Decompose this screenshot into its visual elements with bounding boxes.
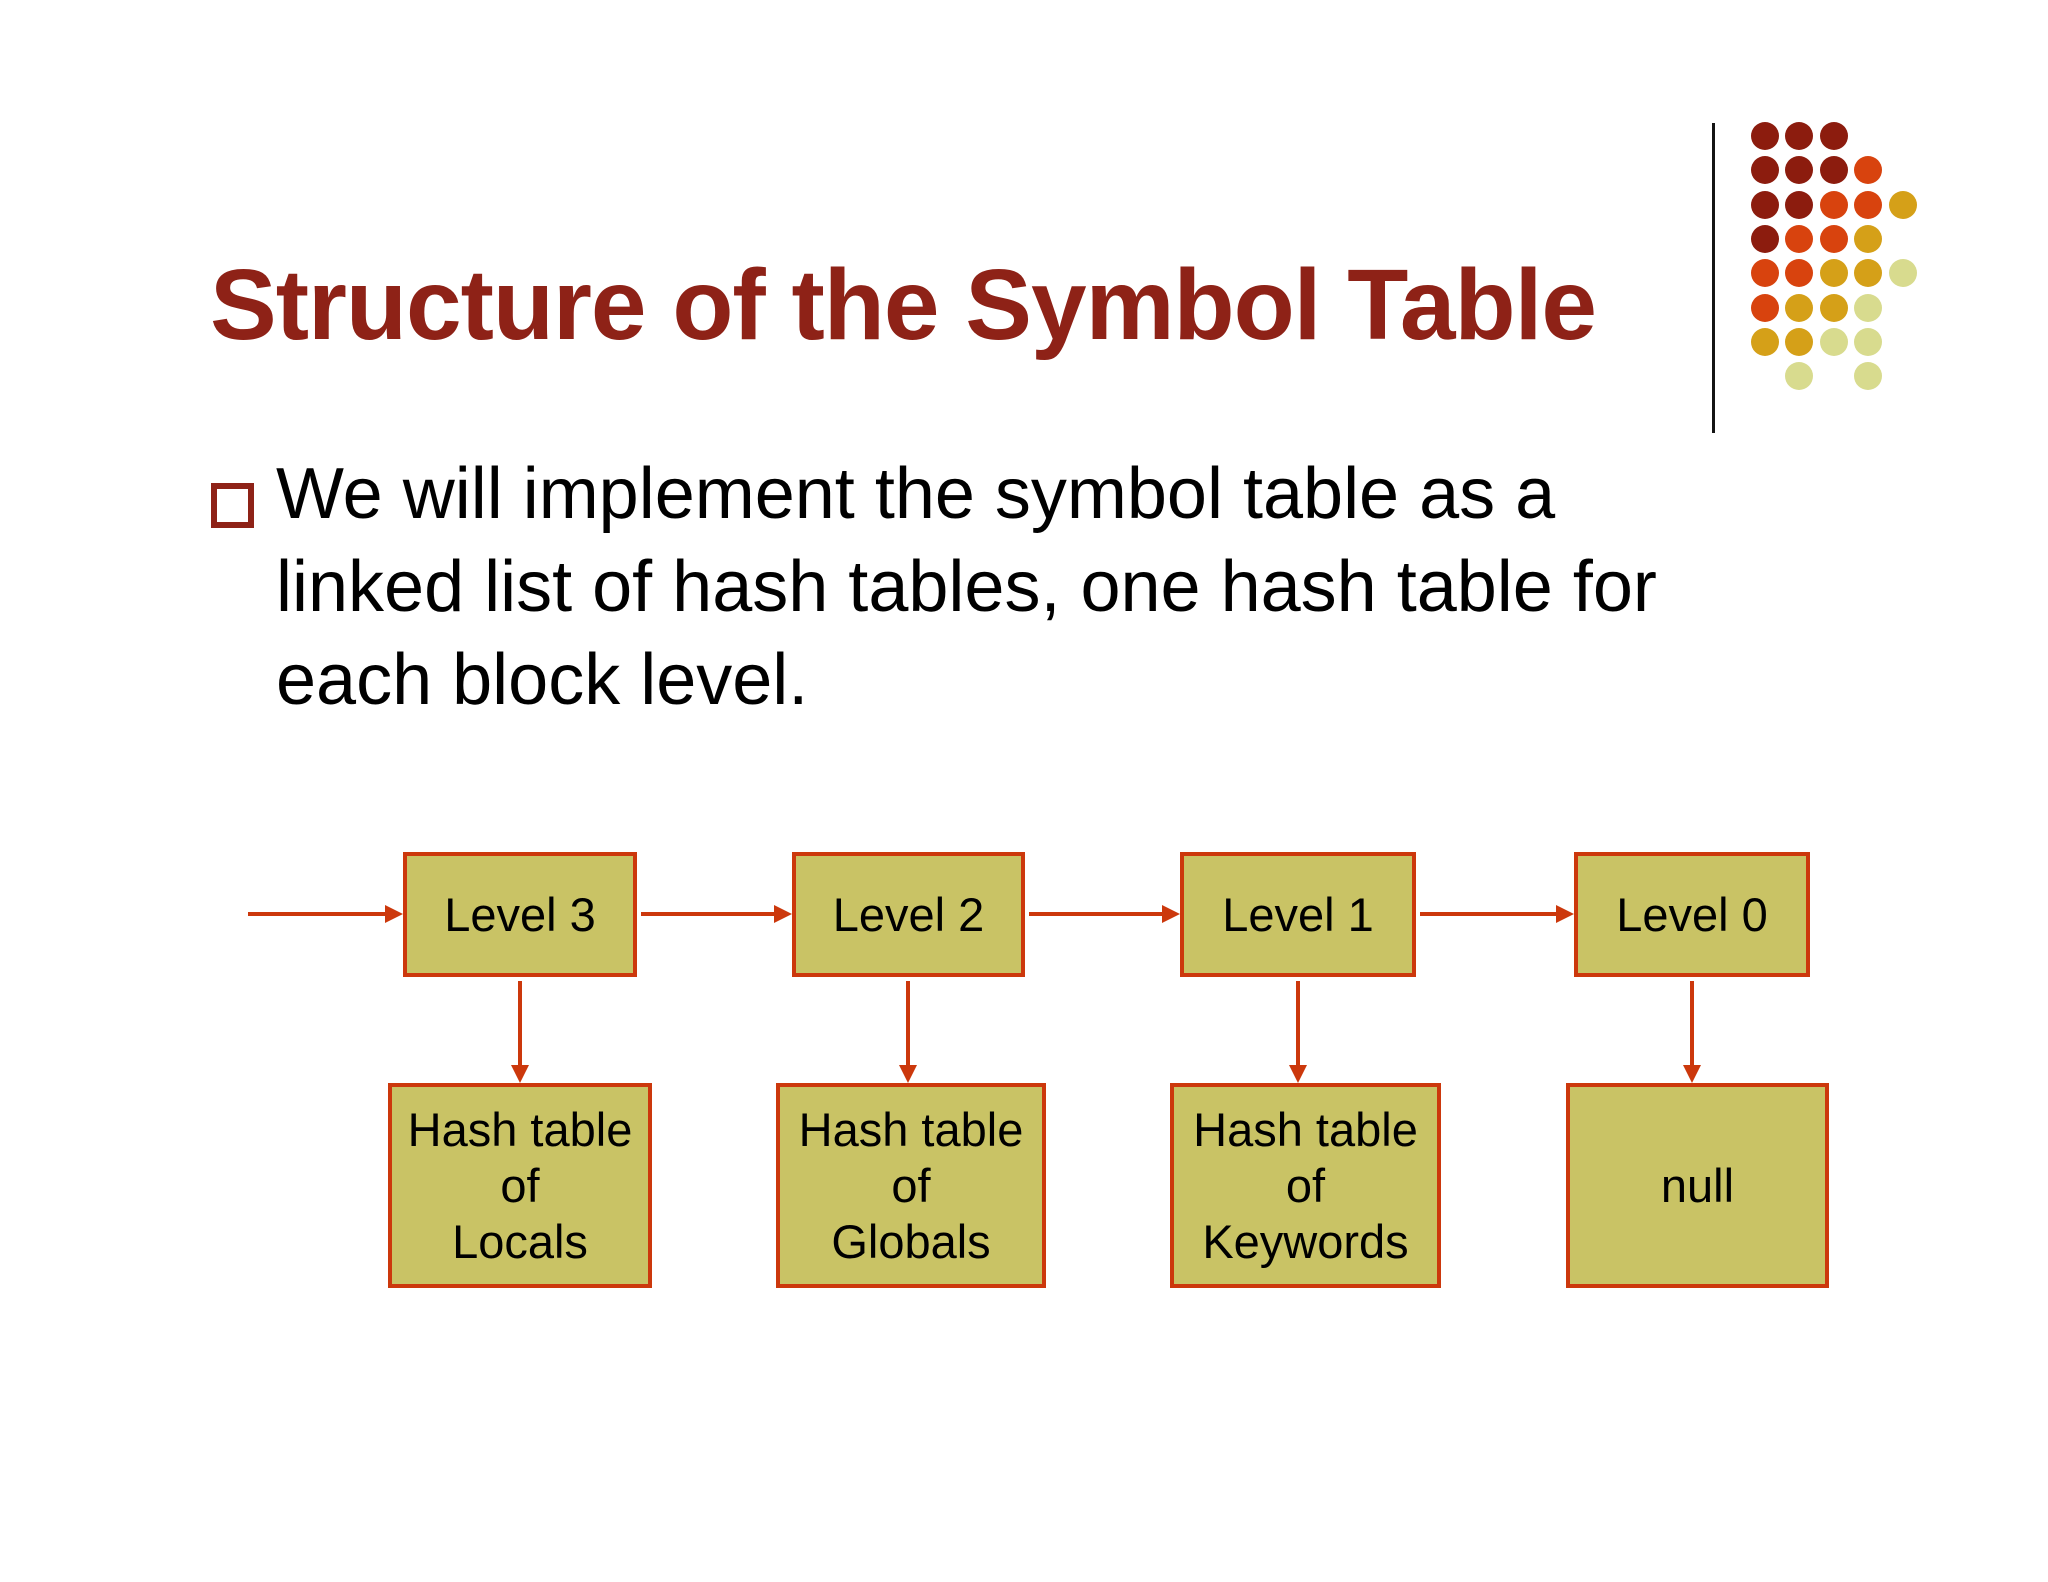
level0-node: Level 0 bbox=[1574, 852, 1810, 977]
arrow-level2-to-globals-line bbox=[906, 981, 910, 1065]
dot bbox=[1785, 259, 1814, 288]
arrow-level1-to-keywords-line bbox=[1296, 981, 1300, 1065]
divider-line bbox=[1712, 123, 1715, 433]
bullet-text-line: linked list of hash tables, one hash tab… bbox=[276, 547, 1657, 627]
arrow-level1-to-level0-line bbox=[1420, 912, 1556, 916]
hash-table-globals-line: of bbox=[891, 1158, 931, 1212]
arrow-level0-to-null-line bbox=[1690, 981, 1694, 1065]
dot bbox=[1819, 327, 1848, 356]
null-node-label: null bbox=[1660, 1158, 1735, 1212]
dot bbox=[1785, 190, 1814, 219]
arrow-level3-to-level2-line bbox=[641, 912, 774, 916]
hash-table-globals-node: Hash table of Globals bbox=[776, 1083, 1046, 1288]
bullet-text-line: We will implement the symbol table as a bbox=[276, 454, 1556, 534]
bullet-marker-icon bbox=[211, 483, 254, 528]
dot bbox=[1751, 224, 1779, 253]
level2-node: Level 2 bbox=[792, 852, 1025, 977]
dot bbox=[1854, 362, 1883, 391]
dot-pattern-decoration bbox=[1751, 122, 1921, 397]
dot bbox=[1854, 327, 1883, 356]
dot bbox=[1785, 293, 1814, 322]
dot bbox=[1751, 122, 1779, 150]
arrow-level1-to-keywords-head-icon bbox=[1289, 1065, 1307, 1083]
hash-table-locals-line: Locals bbox=[452, 1214, 588, 1268]
level0-label: Level 0 bbox=[1616, 888, 1768, 941]
hash-table-keywords-line: Hash table bbox=[1193, 1102, 1418, 1156]
dot bbox=[1785, 362, 1814, 391]
dot bbox=[1751, 259, 1779, 288]
dot bbox=[1785, 122, 1814, 150]
dot bbox=[1854, 293, 1883, 322]
arrow-entry-head-icon bbox=[385, 905, 403, 923]
bullet-text-line: each block level. bbox=[276, 640, 809, 720]
arrow-level3-to-level2-head-icon bbox=[774, 905, 792, 923]
dot bbox=[1888, 190, 1917, 219]
null-node: null bbox=[1566, 1083, 1829, 1288]
arrow-level2-to-level1-line bbox=[1029, 912, 1162, 916]
dot bbox=[1785, 224, 1814, 253]
dot bbox=[1785, 327, 1814, 356]
dot bbox=[1751, 156, 1779, 185]
dot bbox=[1819, 293, 1848, 322]
dot bbox=[1819, 122, 1848, 150]
hash-table-keywords-line: of bbox=[1285, 1158, 1326, 1212]
bullet-text: We will implement the symbol table as a … bbox=[276, 448, 1657, 727]
dot bbox=[1819, 259, 1848, 288]
dot bbox=[1751, 293, 1779, 322]
hash-table-keywords-line: Keywords bbox=[1202, 1214, 1409, 1268]
hash-table-locals-line: of bbox=[500, 1158, 540, 1212]
hash-table-locals-node: Hash table of Locals bbox=[388, 1083, 652, 1288]
arrow-level0-to-null-head-icon bbox=[1683, 1065, 1701, 1083]
dot bbox=[1819, 156, 1848, 185]
dot bbox=[1751, 190, 1779, 219]
arrow-level2-to-globals-head-icon bbox=[899, 1065, 917, 1083]
dot bbox=[1854, 224, 1883, 253]
hash-table-locals-line: Hash table bbox=[407, 1102, 633, 1156]
slide-title: Structure of the Symbol Table bbox=[210, 249, 1597, 361]
level2-label: Level 2 bbox=[832, 888, 985, 941]
arrow-level3-to-locals-head-icon bbox=[511, 1065, 529, 1083]
level1-label: Level 1 bbox=[1222, 888, 1374, 941]
dot bbox=[1819, 224, 1848, 253]
hash-table-keywords-node: Hash table of Keywords bbox=[1170, 1083, 1441, 1288]
hash-table-globals-line: Globals bbox=[831, 1214, 991, 1268]
dot bbox=[1888, 259, 1917, 288]
hash-table-globals-line: Hash table bbox=[798, 1102, 1024, 1156]
dot bbox=[1751, 327, 1779, 356]
arrow-level1-to-level0-head-icon bbox=[1556, 905, 1574, 923]
arrow-level3-to-locals-line bbox=[518, 981, 522, 1065]
arrow-level2-to-level1-head-icon bbox=[1162, 905, 1180, 923]
level3-node: Level 3 bbox=[403, 852, 637, 977]
level3-label: Level 3 bbox=[444, 888, 596, 941]
dot bbox=[1854, 190, 1883, 219]
level1-node: Level 1 bbox=[1180, 852, 1416, 977]
dot bbox=[1854, 259, 1883, 288]
arrow-entry-line bbox=[248, 912, 385, 916]
dot bbox=[1854, 156, 1883, 185]
dot bbox=[1785, 156, 1814, 185]
dot bbox=[1819, 190, 1848, 219]
